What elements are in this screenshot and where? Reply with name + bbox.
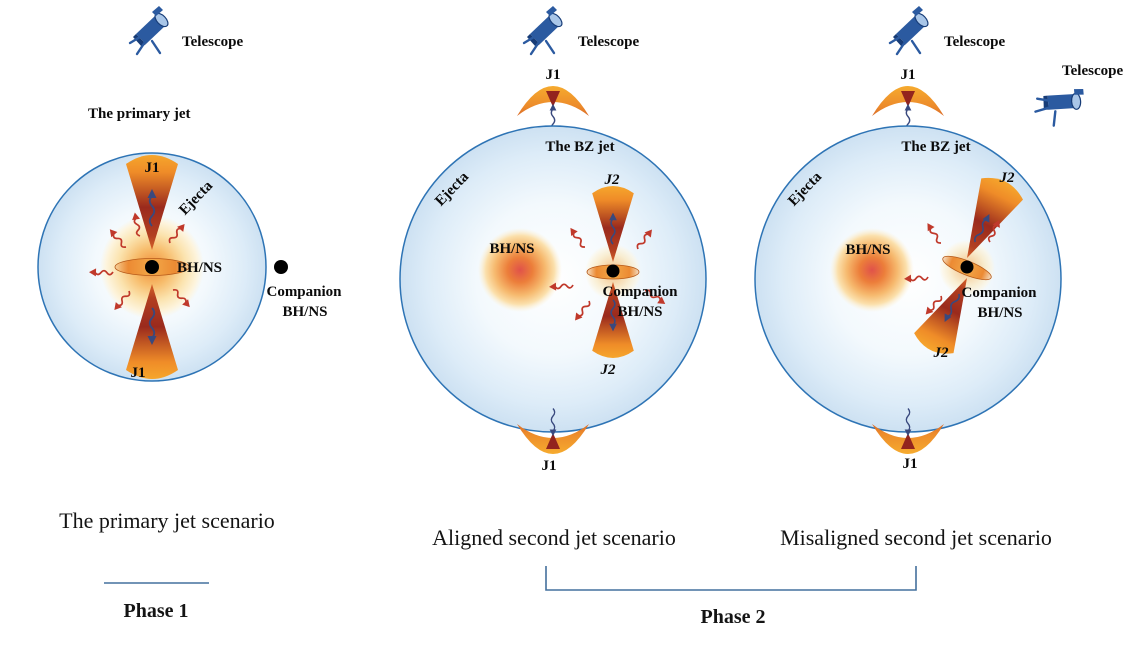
telescope-2-icon [1028,69,1094,135]
bhns-blob [830,228,914,312]
panel-caption: The primary jet scenario [59,508,275,533]
j1-label-top: J1 [901,67,916,83]
primary-jet-label: The primary jet [88,106,190,122]
telescope-label: Telescope [944,34,1005,50]
companion-bhns-label: BH/NS [282,304,327,320]
panel-caption: Aligned second jet scenario [432,525,676,550]
j1-label-bottom: J1 [903,456,918,472]
companion-bhns-label: BH/NS [617,304,662,320]
telescope-2-label: Telescope [1062,63,1123,79]
companion-dot [960,260,974,274]
j1-label-bottom: J1 [542,458,557,474]
bhns-dot [145,260,159,274]
companion-label: Companion [602,284,678,300]
bhns-blob [478,228,562,312]
bhns-label: BH/NS [845,242,890,258]
phase1-label: Phase 1 [124,600,189,622]
companion-label: Companion [266,284,342,300]
phase2-label: Phase 2 [701,606,766,628]
phase-markers: Phase 1 Phase 2 [104,566,917,628]
bz-jet-label: The BZ jet [901,139,970,155]
companion-dot [606,264,620,278]
panel-aligned-second-jet: Telescope J1 The BZ jet Ejecta BH/NS J2 … [399,4,707,550]
jet-breakout-fan-top [872,86,944,116]
telescope-icon [888,4,932,56]
companion-label: Companion [961,285,1037,301]
j2-label-bottom: J2 [600,362,617,378]
j2-label-bottom: J2 [933,345,950,361]
bhns-label: BH/NS [177,260,222,276]
telescope-icon [128,4,172,56]
j2-label-top: J2 [604,172,621,188]
telescope-label: Telescope [578,34,639,50]
companion-dot [274,260,288,274]
telescope-label: Telescope [182,34,243,50]
bz-jet-label: The BZ jet [545,139,614,155]
panel-misaligned-second-jet: Telescope Telescope J1 The BZ jet Ejecta… [754,4,1123,550]
telescope-icon [522,4,566,56]
j1-label-top: J1 [145,160,160,176]
j2-label-top: J2 [999,170,1016,186]
panel-caption: Misaligned second jet scenario [780,525,1052,550]
j1-label-bottom: J1 [131,365,146,381]
j1-label-top: J1 [546,67,561,83]
companion-bhns-label: BH/NS [977,305,1022,321]
jet-breakout-fan-top [517,86,589,116]
panel-primary-jet-scenario: Telescope The primary jet BH/NS Ejecta J… [37,4,342,533]
phase2-bracket [545,566,917,591]
bhns-label: BH/NS [489,241,534,257]
